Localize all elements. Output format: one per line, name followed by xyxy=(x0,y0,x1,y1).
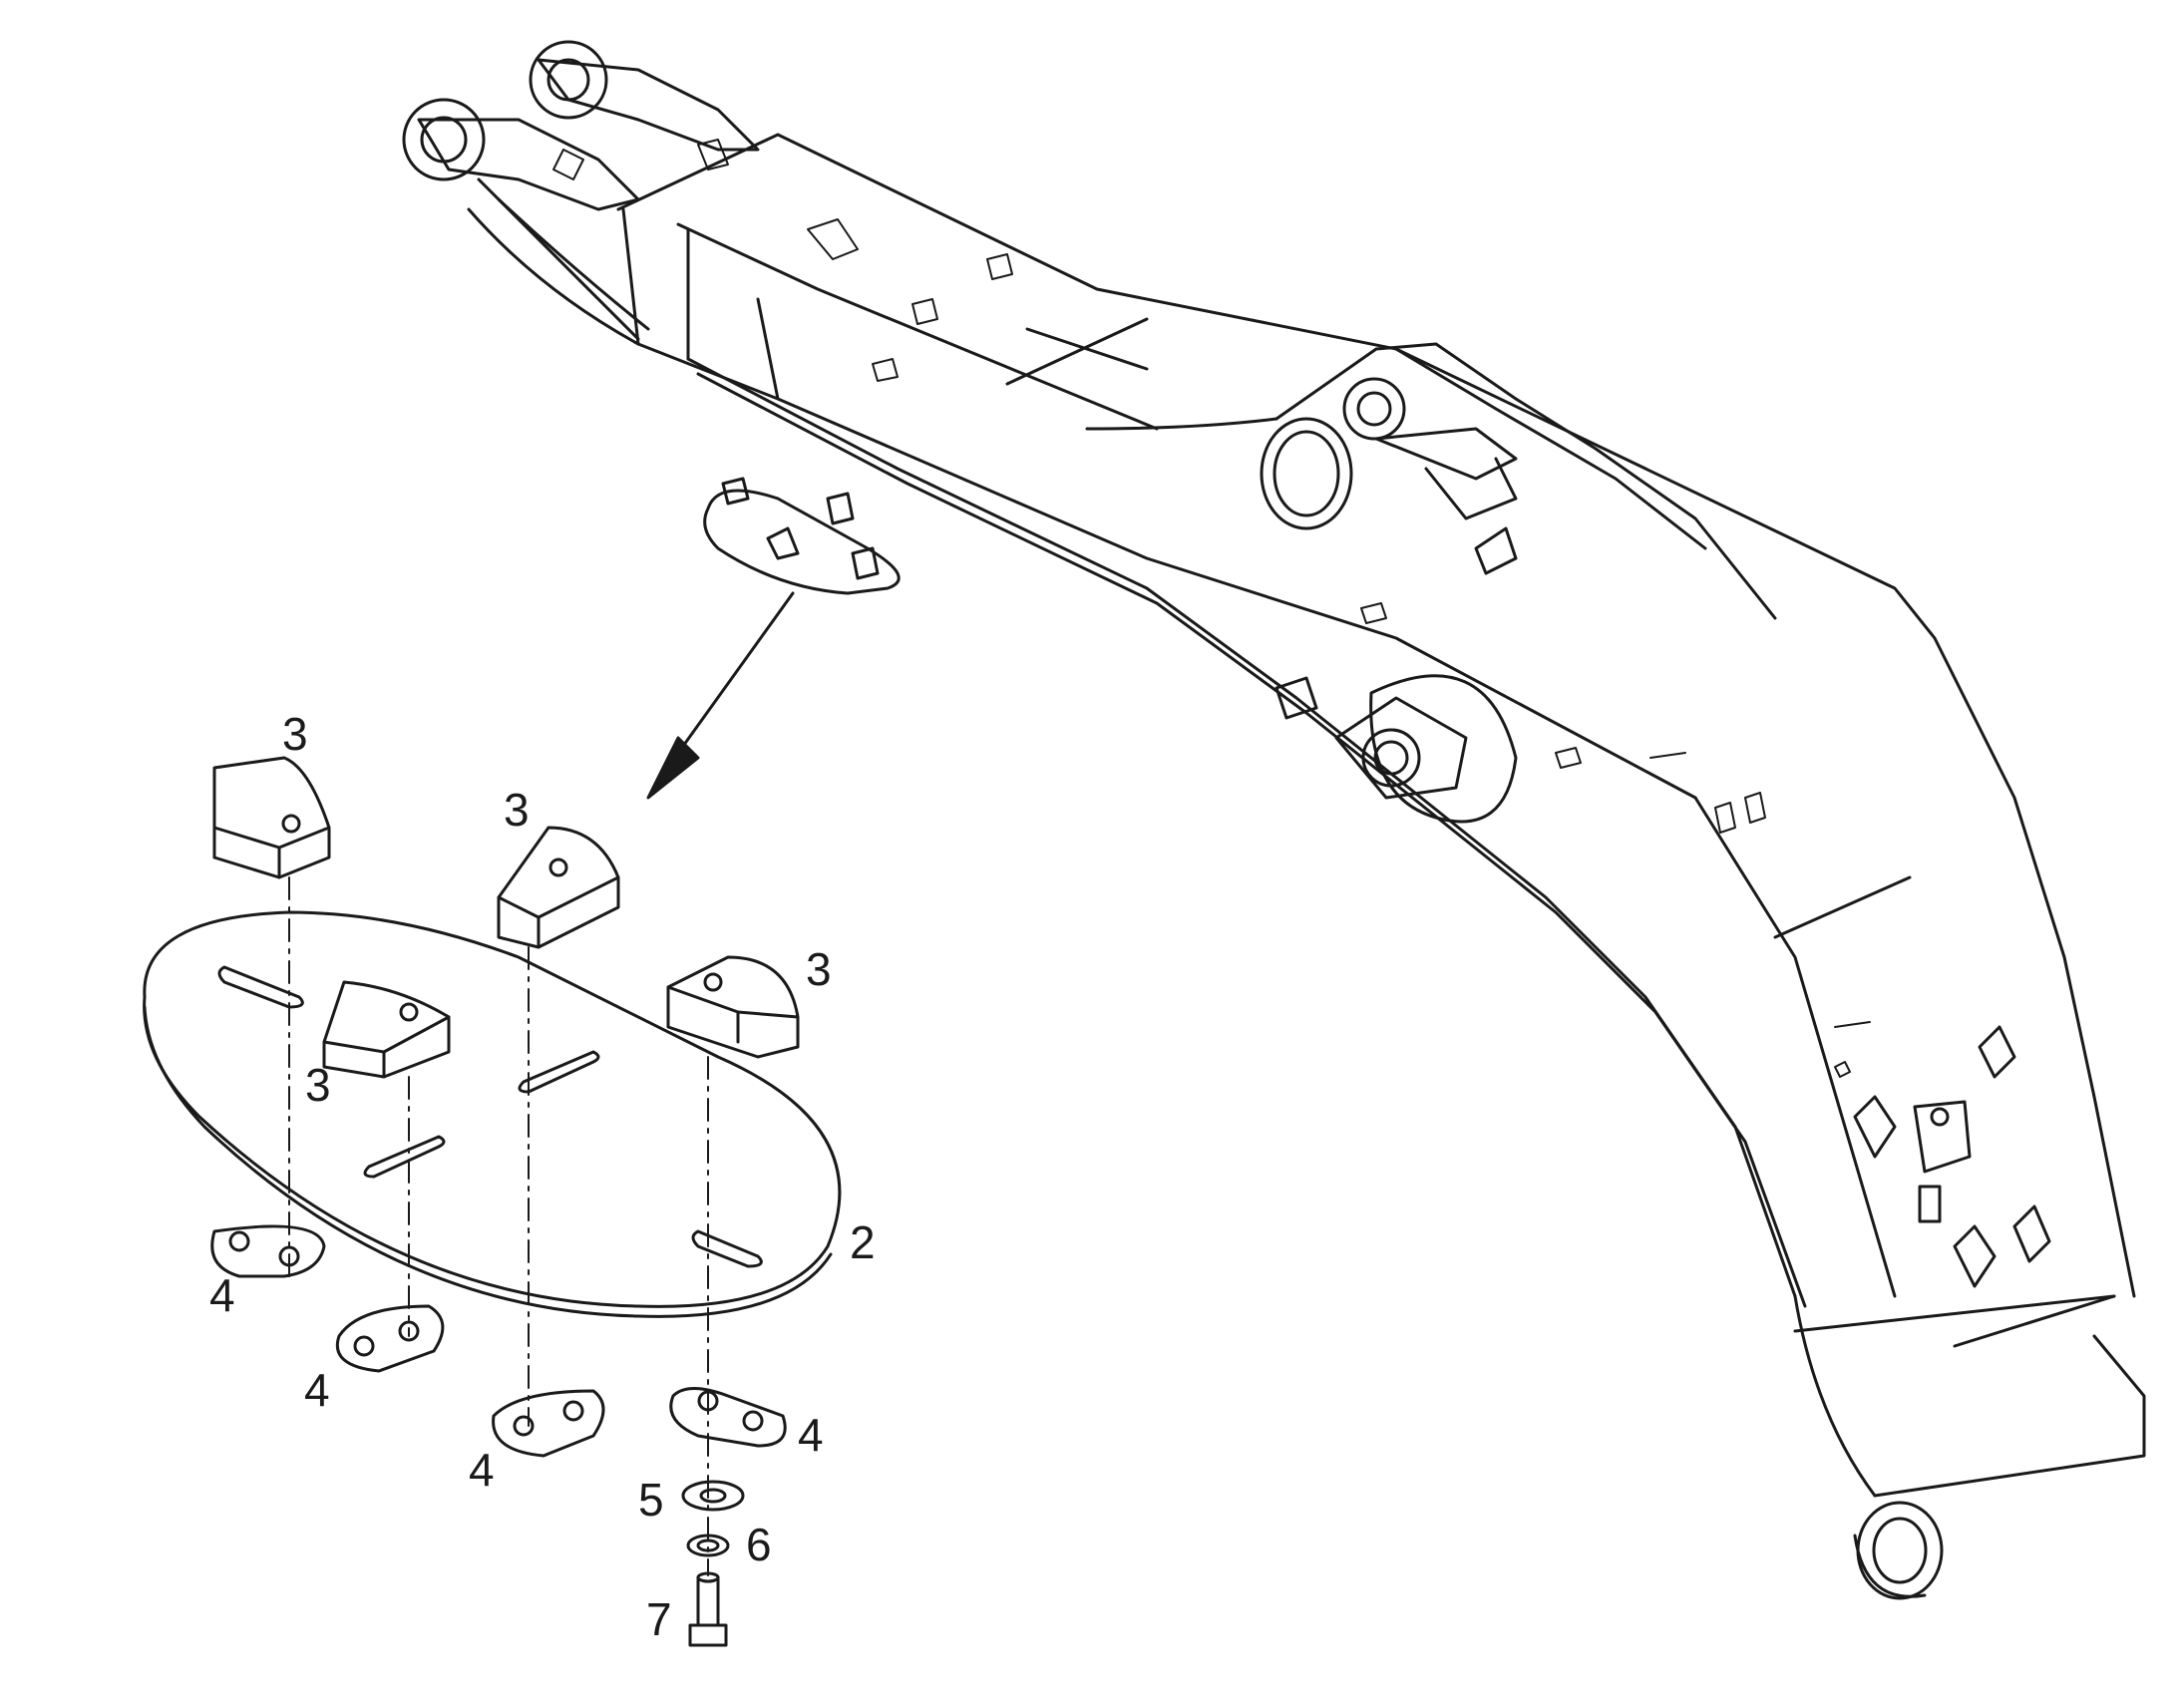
callout-part-3: 3 xyxy=(504,784,530,836)
callout-part-5: 5 xyxy=(638,1474,664,1526)
callout-part-4: 4 xyxy=(209,1269,235,1321)
part-7-bolt xyxy=(688,1571,728,1647)
boom-elbow xyxy=(1260,342,1777,620)
part-4-clamp-plate xyxy=(492,1389,605,1458)
callout-part-3: 3 xyxy=(282,708,308,760)
detail-arrow xyxy=(646,591,795,800)
boom-foot-lugs xyxy=(402,40,760,346)
callout-labels: 2 3 3 3 3 4 4 4 4 5 6 7 xyxy=(209,708,876,1645)
callout-part-4: 4 xyxy=(798,1409,824,1461)
callout-part-4: 4 xyxy=(469,1444,495,1496)
boom-bottom-foot xyxy=(1793,1294,2146,1600)
part-2-plate xyxy=(143,910,842,1318)
part-3-block xyxy=(212,756,331,879)
callout-part-3: 3 xyxy=(806,943,832,995)
part-3-block xyxy=(666,955,800,1059)
assembly-centerlines xyxy=(288,876,709,1576)
callout-part-4: 4 xyxy=(304,1364,330,1416)
part-3-block xyxy=(322,980,451,1079)
part-4-clamp-plate xyxy=(669,1387,787,1448)
callout-part-6: 6 xyxy=(746,1519,772,1570)
boom-lower-beam xyxy=(686,357,2136,1348)
part-3-block xyxy=(497,826,620,949)
part-4-clamp-plate xyxy=(336,1304,445,1373)
callout-part-7: 7 xyxy=(646,1593,672,1645)
assembly-preview-plate xyxy=(703,477,901,595)
callout-part-2: 2 xyxy=(850,1216,876,1268)
boom-cylinder-mount xyxy=(1274,674,1518,824)
boom-brackets xyxy=(1853,1025,2051,1288)
boom-small-hardware xyxy=(552,139,1871,1078)
part-5-washer xyxy=(681,1480,745,1512)
callout-part-3: 3 xyxy=(305,1059,331,1111)
excavator-boom xyxy=(402,40,2146,1600)
